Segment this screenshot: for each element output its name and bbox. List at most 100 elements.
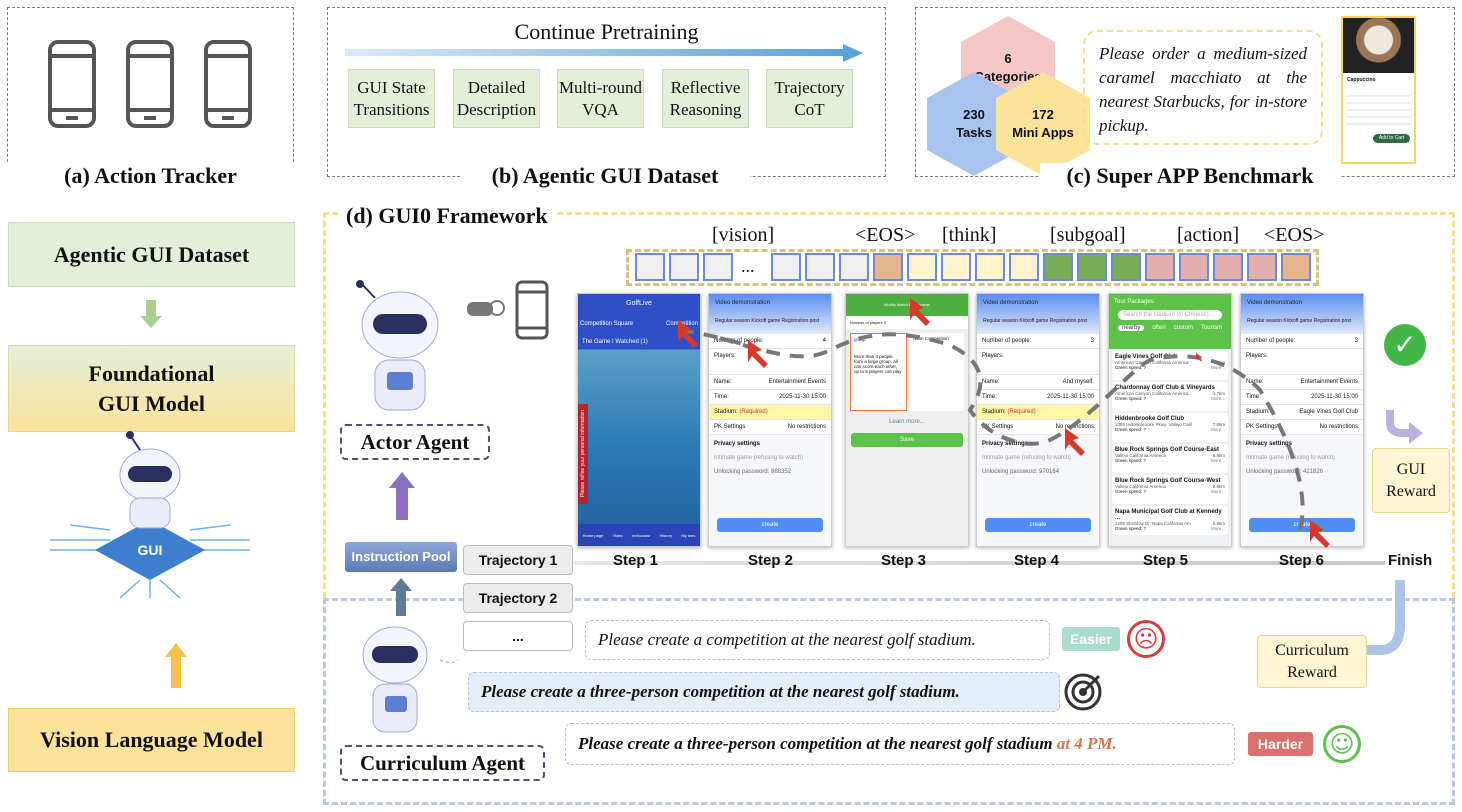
smile-face-icon: ☺	[1323, 725, 1361, 763]
benchmark-instruction: Please order a medium-sized caramel macc…	[1083, 30, 1323, 145]
token-think	[1009, 253, 1039, 281]
token-subgoal	[1111, 253, 1141, 281]
app-item-name: Cappuccino	[1347, 77, 1376, 83]
pretraining-arrow	[345, 44, 863, 62]
token-label-vision: [vision]	[712, 224, 775, 246]
smartphone-icon	[204, 40, 252, 128]
token-action	[1179, 253, 1209, 281]
svg-text:GUI: GUI	[138, 542, 163, 558]
token-vision	[669, 253, 699, 281]
curved-arrow-icon	[1386, 410, 1423, 444]
instruction-hard: Please create a three-person competition…	[565, 723, 1235, 765]
pretraining-title: Continue Pretraining	[514, 19, 699, 44]
token-vision	[839, 253, 869, 281]
harder-tag: Harder	[1248, 732, 1313, 756]
step-label: Step 6	[1279, 552, 1325, 569]
token-action	[1145, 253, 1175, 281]
smartphone-icons	[48, 40, 252, 128]
token-think	[975, 253, 1005, 281]
instruction-pool: Instruction Pool	[345, 542, 457, 572]
target-icon	[1064, 673, 1102, 711]
dashed-path	[679, 328, 1305, 531]
token-vision	[771, 253, 801, 281]
step-label: Step 1	[613, 552, 659, 569]
create-button[interactable]: create	[717, 518, 823, 532]
add-to-cart-button[interactable]: Add to Cart	[1373, 134, 1410, 143]
token-think	[941, 253, 971, 281]
success-check-icon: ✓	[1384, 324, 1426, 366]
token-vision	[635, 253, 665, 281]
token-ellipsis: ...	[741, 256, 755, 276]
step-label: Step 3	[881, 552, 927, 569]
token-eos	[873, 253, 903, 281]
curriculum-robot-illustration	[362, 626, 459, 733]
create-button[interactable]: create	[985, 518, 1091, 532]
action-path-overlay	[678, 298, 1330, 548]
actor-agent-label: Actor Agent	[340, 424, 490, 460]
token-action	[1247, 253, 1277, 281]
smartphone-icon	[126, 40, 174, 128]
dataset-item: Reflective Reasoning	[662, 69, 749, 128]
token-think	[907, 253, 937, 281]
vision-language-model-box: Vision Language Model	[8, 708, 295, 772]
tap-hand-icon	[467, 300, 505, 316]
token-sequence-frame	[626, 249, 1319, 286]
instruction-easy: Please create a competition at the neare…	[585, 620, 1050, 660]
click-arrow-icons	[678, 298, 1330, 548]
token-label-eos: <EOS>	[1264, 224, 1325, 246]
curriculum-reward: Curriculum Reward	[1257, 635, 1367, 688]
foundational-gui-model-box: Foundational GUI Model	[8, 345, 295, 432]
dataset-item: Detailed Description	[453, 69, 540, 128]
token-vision	[703, 253, 733, 281]
caption-a: (a) Action Tracker	[7, 163, 294, 189]
easier-tag: Easier	[1062, 627, 1120, 651]
app-title: GolfLive	[626, 300, 652, 307]
arrow-down-icon	[146, 300, 156, 318]
step-label: Finish	[1388, 552, 1433, 569]
caption-d: (d) GUI0 Framework	[340, 203, 554, 229]
token-label-eos: <EOS>	[855, 224, 916, 246]
robot-on-chip-illustration: GUI	[50, 431, 250, 599]
token-eos	[1281, 253, 1311, 281]
arrow-up-gray	[396, 590, 406, 616]
dataset-item: Trajectory CoT	[766, 69, 853, 128]
token-action	[1213, 253, 1243, 281]
token-vision	[805, 253, 835, 281]
token-subgoal	[1043, 253, 1073, 281]
coffee-image	[1343, 18, 1414, 73]
trajectory-2[interactable]: Trajectory 2	[463, 583, 573, 613]
step-label: Step 2	[748, 552, 794, 569]
chip-icon	[95, 520, 205, 580]
smartphone-icon	[48, 40, 96, 128]
token-label-think: [think]	[942, 224, 997, 246]
trajectory-1[interactable]: Trajectory 1	[463, 545, 573, 575]
agentic-gui-dataset-box: Agentic GUI Dataset	[8, 222, 295, 287]
sad-face-icon: ☹	[1127, 620, 1165, 658]
arrow-up-purple	[396, 488, 408, 520]
step-label: Step 4	[1014, 552, 1060, 569]
caption-c: (c) Super APP Benchmark	[1040, 163, 1340, 189]
token-label-subgoal: [subgoal]	[1050, 224, 1126, 246]
step-label: Step 5	[1143, 552, 1189, 569]
arrow-up-icon	[171, 655, 181, 688]
save-button[interactable]: Save	[851, 433, 963, 447]
token-subgoal	[1077, 253, 1107, 281]
competition-square-tab[interactable]: Competition Square	[580, 321, 634, 327]
framework-frame-bottom	[323, 598, 1455, 805]
gui-reward: GUI Reward	[1372, 448, 1450, 513]
club-list-item[interactable]: Napa Municipal Golf Club at Kennedy ...2…	[1112, 506, 1228, 535]
screenshot-step-5: Tour Packages Search the stadium (in Chi…	[1108, 293, 1232, 547]
actor-robot-illustration	[356, 280, 549, 411]
stadium-search-input[interactable]: Search the stadium (in Chinese)	[1118, 310, 1222, 320]
dataset-item: GUI State Transitions	[348, 69, 435, 128]
curriculum-agent-label: Curriculum Agent	[340, 745, 545, 781]
watched-link[interactable]: The Game I Watched (1)	[582, 339, 648, 345]
dataset-item: Multi-round VQA	[557, 69, 644, 128]
